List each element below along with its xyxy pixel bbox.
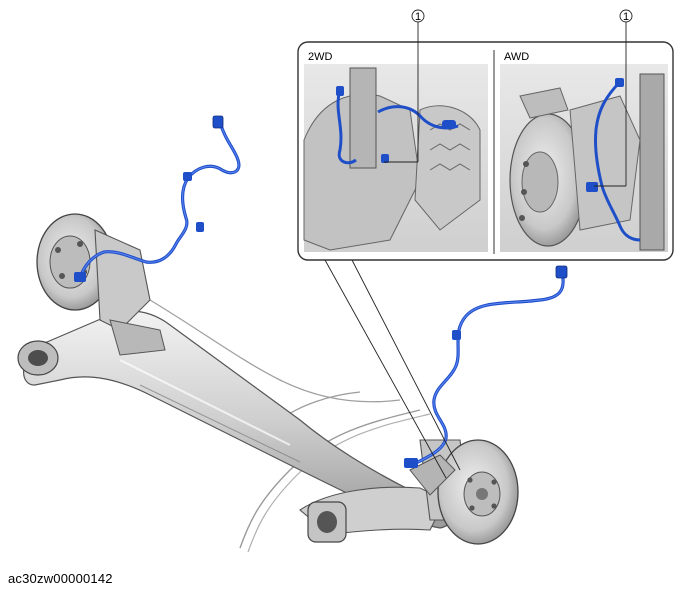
rear-axle-assembly	[17, 115, 568, 553]
detail-inset-frame: 2WD AWD	[297, 41, 674, 261]
right-abs-sensor-harness	[412, 270, 565, 466]
right-bushing	[307, 501, 347, 543]
left-abs-sensor-harness	[78, 120, 241, 280]
left-bushing	[17, 340, 59, 376]
callout-1-2wd: 1	[384, 9, 425, 163]
svg-text:1: 1	[415, 11, 421, 23]
inset-2wd-panel: 2WD	[303, 51, 488, 252]
inset-2wd-label: 2WD	[308, 51, 333, 63]
callout-1-awd: 1	[594, 9, 633, 187]
inset-awd-label: AWD	[504, 51, 529, 63]
inset-awd-panel: AWD	[500, 51, 668, 252]
figure-caption: ac30zw00000142	[8, 571, 113, 586]
svg-text:1: 1	[623, 11, 629, 23]
